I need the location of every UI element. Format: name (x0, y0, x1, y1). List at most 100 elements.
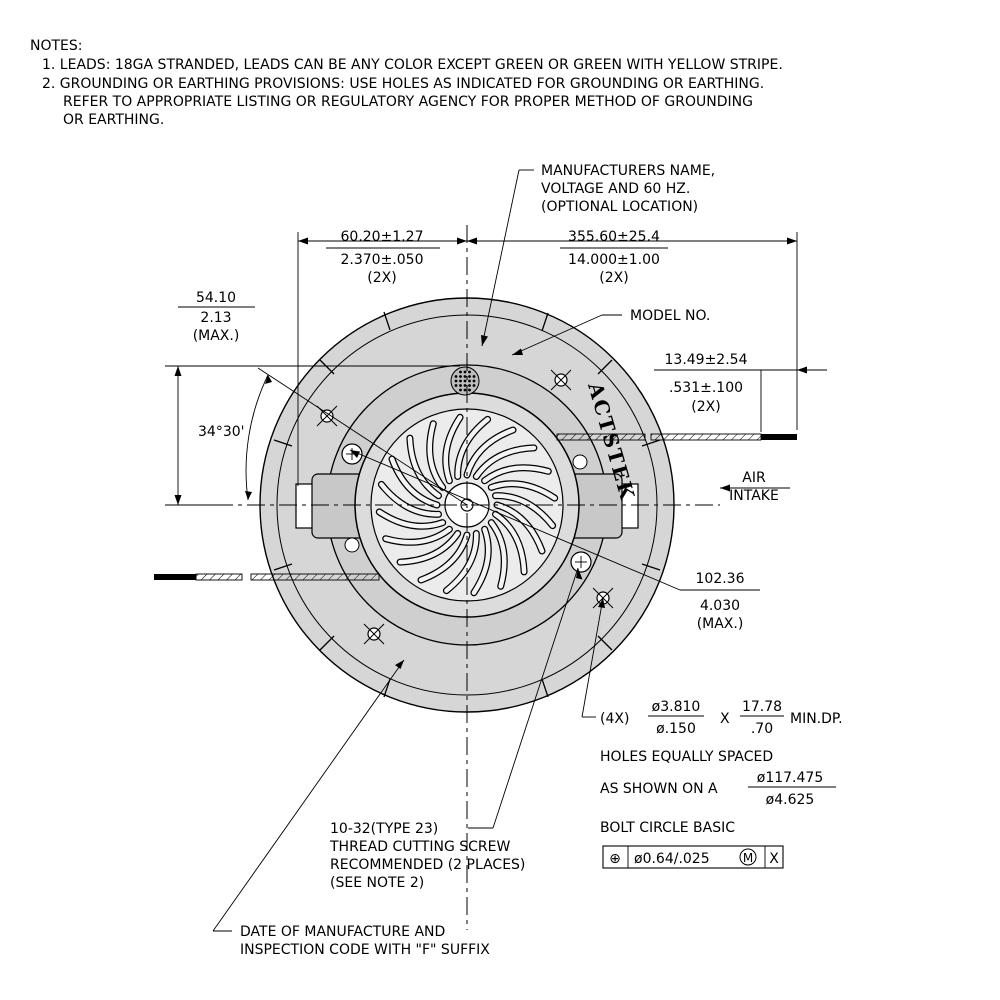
bolt-hole (550, 369, 572, 391)
fan-blade-face (489, 481, 557, 501)
fan-blades (375, 413, 559, 597)
date-line-2: INSPECTION CODE WITH "F" SUFFIX (240, 942, 490, 958)
angle-label: 34°30' (198, 424, 244, 440)
tolerance-datum: X (769, 851, 779, 867)
fan-blade-face (471, 527, 491, 595)
fan-blade-face (464, 427, 516, 478)
tolerance-frame: ⊕ ø0.64/.025 M X (602, 845, 784, 869)
dim-54-10-qty: (MAX.) (193, 328, 240, 344)
vent-hole (468, 388, 471, 392)
dim-13-49-bottom: .531±.100 (669, 380, 743, 396)
screw-line-1: 10-32(TYPE 23) (330, 821, 438, 837)
vent-hole (468, 375, 471, 378)
vent-hole (454, 375, 458, 378)
dim-60-20-qty: (2X) (367, 270, 396, 286)
mounting-screw-lower-left (344, 537, 360, 553)
fan-blade-face (377, 509, 445, 529)
vent-hole (459, 384, 462, 387)
vent-hole (459, 375, 462, 378)
vent-hole (463, 375, 467, 378)
note-2-continued: REFER TO APPROPRIATE LISTING OR REGULATO… (63, 94, 753, 110)
vent-hole (472, 375, 476, 378)
notes-heading: NOTES: (30, 38, 83, 54)
date-callout: DATE OF MANUFACTURE AND INSPECTION CODE … (212, 659, 490, 958)
date-line-1: DATE OF MANUFACTURE AND (240, 924, 445, 940)
fan-blade-face (418, 532, 470, 583)
vent-hole (468, 384, 471, 387)
fan-blade-face (494, 502, 545, 554)
fan-blade-face (379, 482, 441, 517)
holes-depth-top: 17.78 (742, 699, 782, 715)
dimension-54-10: 54.10 2.13 (MAX.) (165, 290, 460, 506)
lead-wire-right (556, 433, 797, 441)
vent-hole (463, 384, 467, 387)
holes-dia-top: ø3.810 (652, 699, 701, 715)
holes-times: X (720, 711, 730, 727)
angle-dimension: 34°30' (198, 367, 468, 506)
manufacturer-line-3: (OPTIONAL LOCATION) (541, 199, 698, 215)
dim-102-36-qty: (MAX.) (697, 616, 744, 632)
holes-callout: (4X) ø3.810 ø.150 X 17.78 .70 MIN.DP. HO… (581, 597, 843, 836)
holes-line-1: HOLES EQUALLY SPACED (600, 749, 773, 765)
intake-text: INTAKE (729, 488, 779, 504)
fan-blade-face (455, 417, 490, 479)
air-text: AIR (742, 470, 766, 486)
model-label: MODEL NO. (630, 308, 710, 324)
air-intake-label: AIR INTAKE (720, 470, 790, 504)
vent-hole (472, 384, 476, 387)
screw-callout: 10-32(TYPE 23) THREAD CUTTING SCREW RECO… (329, 567, 583, 891)
vent-hole (459, 370, 462, 374)
fan-blade-face (474, 445, 537, 479)
dim-13-49-qty: (2X) (691, 399, 720, 415)
vent-hole (454, 384, 458, 387)
dimension-60-20: 60.20±1.27 2.370±.050 (2X) (297, 229, 467, 486)
screw-line-2: THREAD CUTTING SCREW (329, 839, 510, 855)
fan-blade-face (389, 456, 440, 508)
mounting-screw-upper-right (572, 454, 588, 470)
fan-blade-face (493, 493, 555, 528)
tolerance-position-symbol: ⊕ (609, 851, 621, 867)
vent-grille (450, 366, 480, 396)
note-2: 2. GROUNDING OR EARTHING PROVISIONS: USE… (42, 76, 764, 92)
note-1: 1. LEADS: 18GA STRANDED, LEADS CAN BE AN… (42, 57, 783, 73)
rim-notches (273, 311, 661, 698)
fan-blade-face (383, 527, 452, 545)
note-2-end: OR EARTHING. (63, 112, 164, 128)
notes-block: NOTES: 1. LEADS: 18GA STRANDED, LEADS CA… (30, 38, 783, 128)
mounting-screw-lower-right (570, 551, 592, 573)
holes-depth-bottom: .70 (751, 721, 773, 737)
vent-hole (463, 370, 467, 374)
vent-hole (468, 370, 471, 374)
holes-line-2: AS SHOWN ON A (600, 781, 718, 797)
fan-blade-face (427, 421, 445, 490)
dim-60-20-top: 60.20±1.27 (341, 229, 424, 245)
manufacturer-line-1: MANUFACTURERS NAME, (541, 163, 715, 179)
fan-blade-face (493, 512, 527, 575)
tolerance-value: ø0.64/.025 (634, 851, 710, 867)
holes-dia-bottom: ø.150 (656, 721, 696, 737)
screw-line-3: RECOMMENDED (2 PLACES) (330, 857, 525, 873)
lead-wire-left (154, 573, 380, 581)
vent-hole (454, 379, 458, 383)
dim-13-49-top: 13.49±2.54 (665, 352, 748, 368)
dimension-13-49: 13.49±2.54 .531±.100 (2X) (654, 352, 827, 432)
holes-qty: (4X) (600, 711, 629, 727)
mounting-screw-upper-left (341, 443, 363, 465)
fan-blade-face (407, 435, 441, 498)
fan-blade-face (489, 520, 507, 589)
bolt-circle-bottom: ø4.625 (766, 792, 815, 808)
dim-355-60-bottom: 14.000±1.00 (568, 252, 660, 268)
bolt-hole (363, 623, 385, 645)
vent-hole (468, 379, 471, 383)
dim-54-10-top: 54.10 (196, 290, 236, 306)
vent-hole (459, 379, 462, 383)
tolerance-modifier: M (743, 851, 753, 865)
dim-355-60-top: 355.60±25.4 (568, 229, 660, 245)
fan-blade-face (482, 465, 551, 483)
dimension-102-36: 102.36 4.030 (MAX.) (349, 449, 760, 632)
dim-355-60-qty: (2X) (599, 270, 628, 286)
model-callout: MODEL NO. (511, 308, 710, 356)
dim-60-20-bottom: 2.370±.050 (341, 252, 424, 268)
manufacturer-line-2: VOLTAGE AND 60 HZ. (541, 181, 690, 197)
vent-hole (472, 379, 476, 383)
